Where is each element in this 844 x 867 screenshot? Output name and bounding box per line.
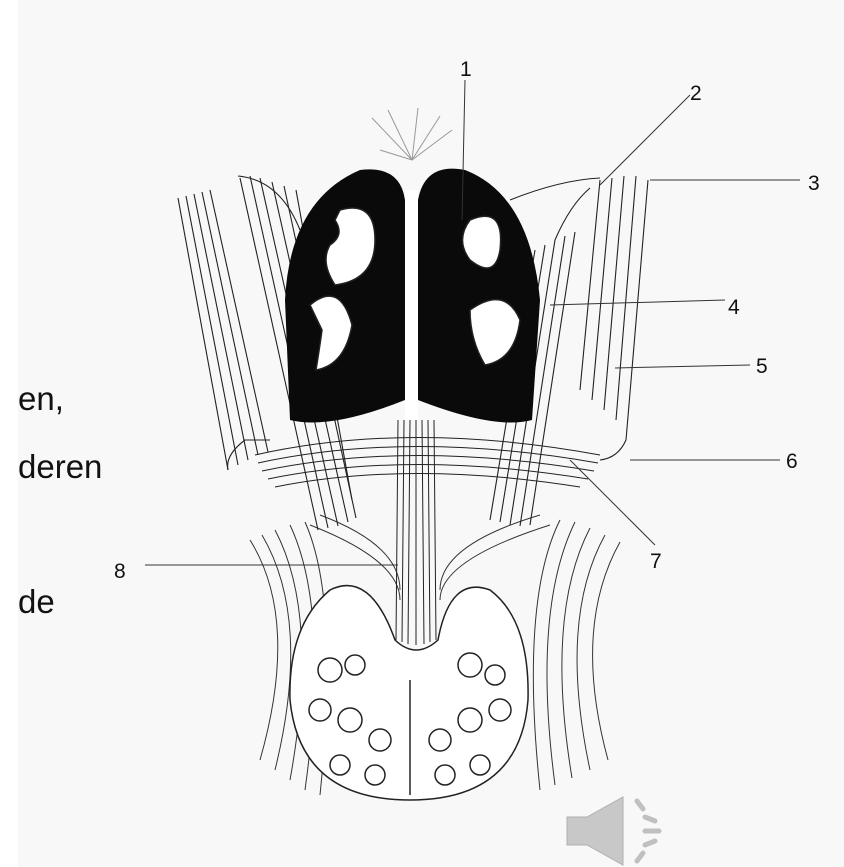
diagram-label-2: 2: [690, 82, 702, 105]
lower-oval: [290, 586, 528, 800]
diagram-label-3: 3: [808, 172, 820, 195]
diagram-label-8: 8: [114, 560, 126, 583]
dark-lobes: [285, 169, 540, 423]
diagram-label-5: 5: [756, 355, 768, 378]
top-rays: [372, 108, 452, 160]
diagram-label-4: 4: [728, 296, 740, 319]
diagram-label-6: 6: [786, 450, 798, 473]
diagram-label-7: 7: [650, 550, 662, 573]
central-stalk: [396, 420, 436, 645]
diagram-label-1: 1: [460, 58, 472, 81]
speaker-audio-icon[interactable]: [565, 795, 665, 867]
